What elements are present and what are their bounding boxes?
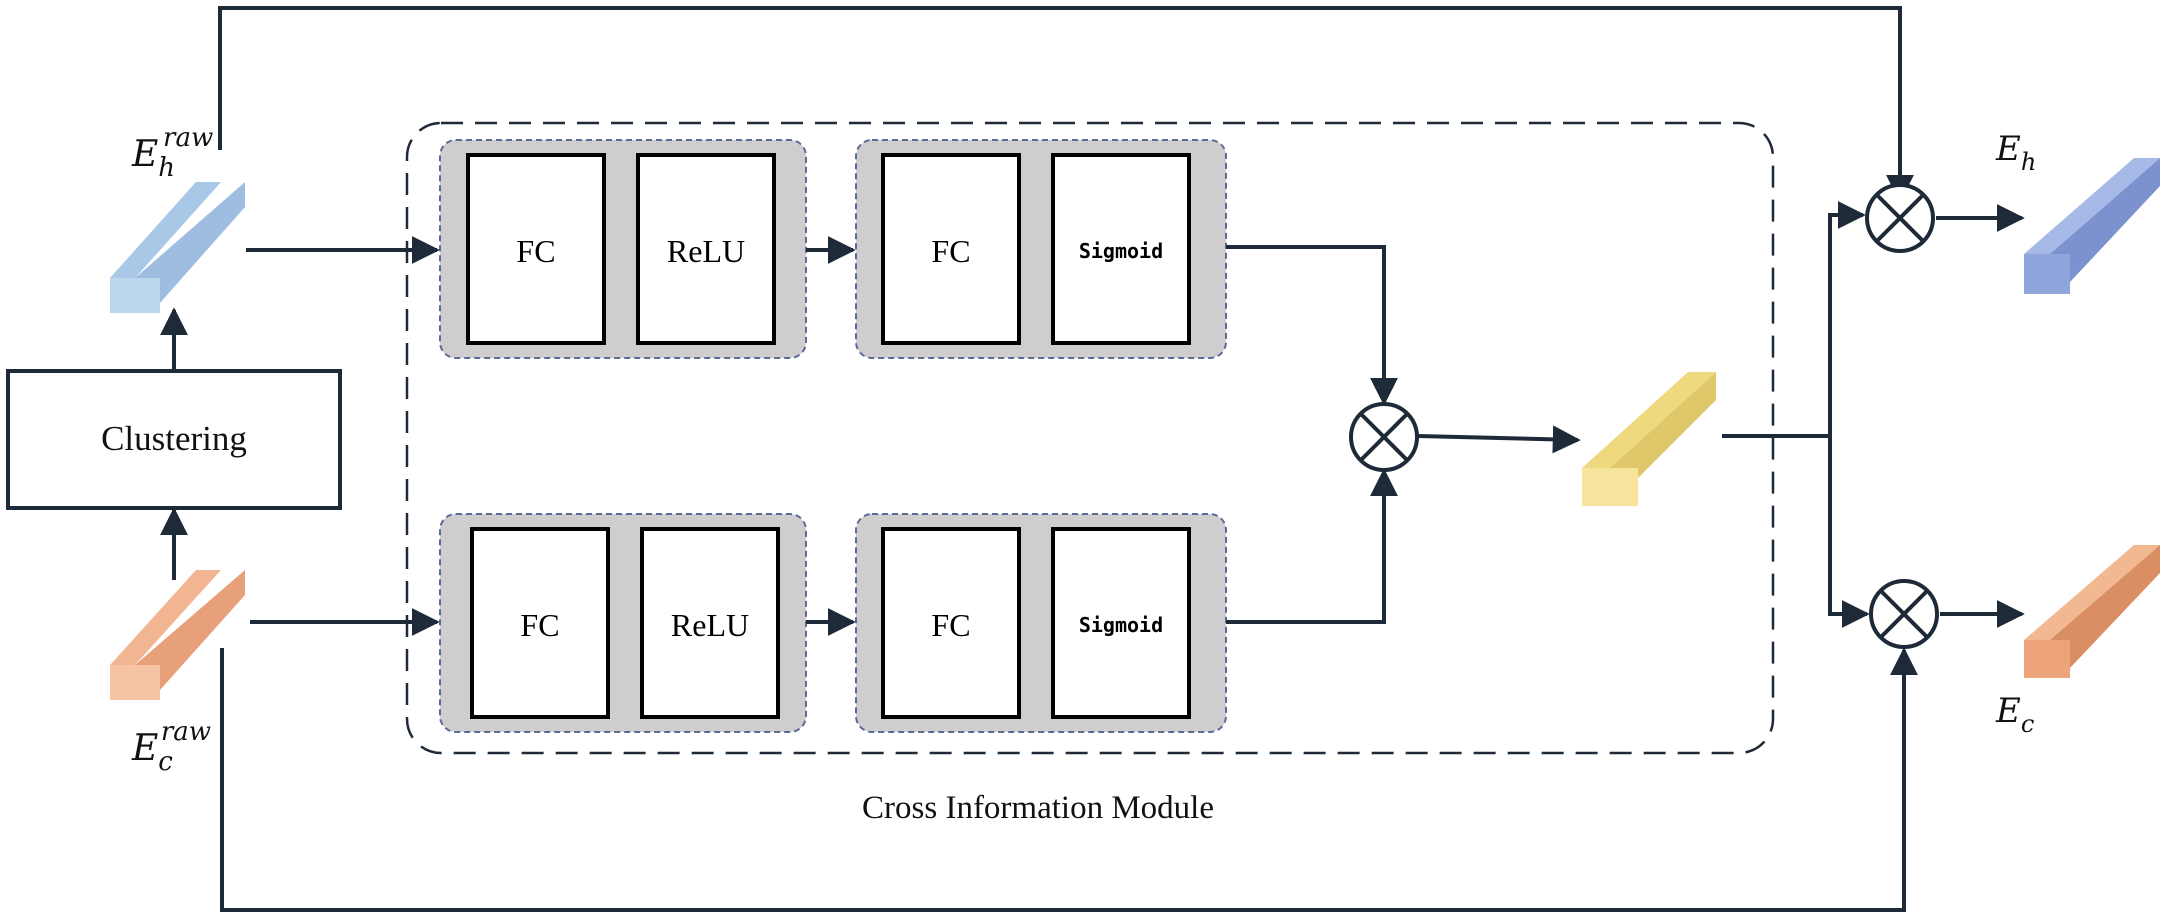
ec-output-bar	[2024, 545, 2160, 678]
top-branch: FC ReLU FC Sigmoid	[439, 139, 1227, 359]
eh-output-bar	[2024, 158, 2160, 294]
bottom-skip-line	[220, 647, 1918, 912]
bottom-to-mult-line	[1226, 468, 1398, 624]
ec-output-label: Ec	[1995, 691, 2034, 738]
bottom-branch: FC ReLU FC Sigmoid	[439, 513, 1227, 733]
ec-raw-bar	[110, 570, 245, 700]
mult-operator-eh-icon	[1865, 183, 1935, 253]
top-fc2-label: FC	[931, 233, 970, 269]
top-sigmoid-box	[1051, 153, 1191, 345]
bottom-fc1-box	[470, 527, 610, 719]
top-fc1-box	[466, 153, 606, 345]
split-to-ec-mult	[1828, 436, 1870, 628]
clustering-box	[6, 369, 342, 510]
top-sigmoid-label: Sigmoid	[1079, 239, 1163, 263]
bottom-fc1-label: FC	[520, 607, 559, 643]
ec-raw-label: Ecraw	[131, 717, 211, 777]
connectors	[160, 6, 2025, 912]
mult-to-fused-arrow	[1417, 425, 1581, 454]
top-fc2-box	[881, 153, 1021, 345]
bottom-fc2-label: FC	[931, 607, 970, 643]
eh-output-label: Eh	[1995, 129, 2036, 176]
module-caption: Cross Information Module	[862, 790, 1214, 826]
bottom-relu-label: ReLU	[671, 607, 749, 643]
top-skip-line	[218, 6, 1914, 203]
bottom-relu-box	[640, 527, 780, 719]
top-fc1-label: FC	[516, 233, 555, 269]
bottom-fc2-box	[881, 527, 1021, 719]
top-relu-label: ReLU	[667, 233, 745, 269]
mult-operator-ec-icon	[1869, 579, 1939, 649]
bottom-sigmoid-box	[1051, 527, 1191, 719]
eh-raw-bar	[110, 182, 245, 313]
bottom-sigmoid-label: Sigmoid	[1079, 613, 1163, 637]
top-to-mult-line	[1226, 245, 1398, 406]
fused-bar	[1582, 372, 1716, 506]
clustering-label: Clustering	[101, 419, 247, 458]
eh-raw-label: Ehraw	[131, 123, 213, 183]
mult-operator-center-icon	[1349, 402, 1419, 472]
split-to-eh-mult	[1828, 201, 1866, 436]
top-relu-box	[636, 153, 776, 345]
